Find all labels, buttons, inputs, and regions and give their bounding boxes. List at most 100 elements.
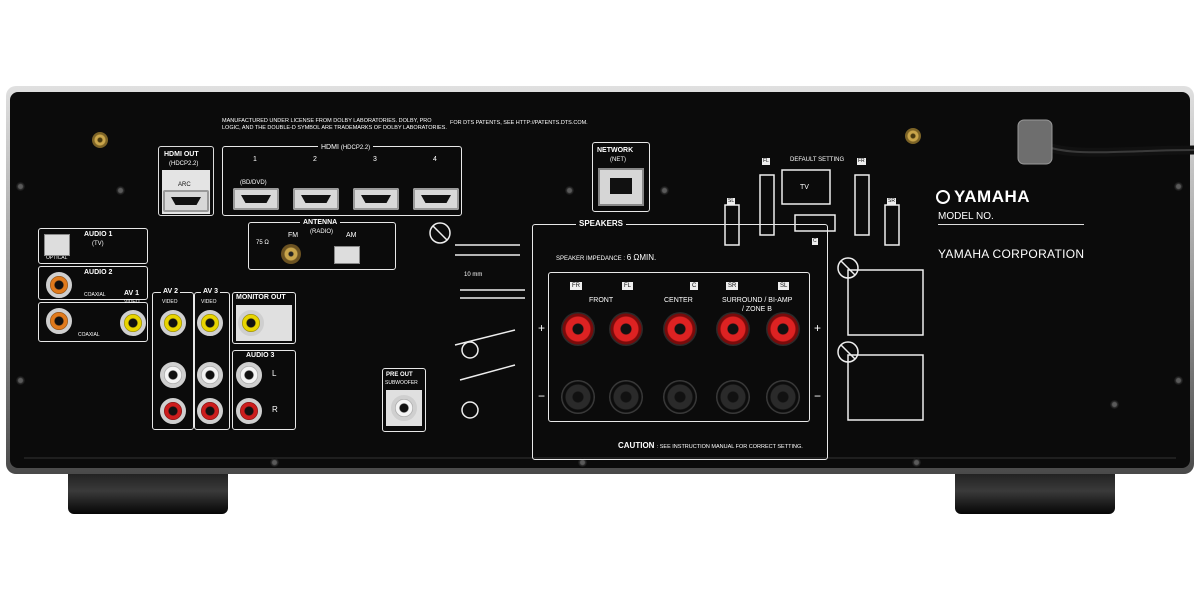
strip-length-label: 10 mm xyxy=(464,272,483,278)
hdmi-out-port[interactable] xyxy=(163,190,209,212)
power-cord-clamp xyxy=(1017,119,1053,165)
fm-antenna-jack[interactable] xyxy=(281,244,301,264)
monitor-out-jack[interactable] xyxy=(238,310,264,336)
surround-right-plus-terminal[interactable] xyxy=(716,312,750,346)
hdmi-in-port-1[interactable] xyxy=(233,188,279,210)
monitor-out-label: MONITOR OUT xyxy=(236,294,286,301)
optical-input[interactable] xyxy=(44,234,70,256)
plus-label: + xyxy=(538,321,546,335)
av2-video-input[interactable] xyxy=(160,310,186,336)
av1-video-input[interactable] xyxy=(120,310,146,336)
fm-label: FM xyxy=(288,232,299,239)
audio3-right[interactable] xyxy=(236,398,262,424)
default-fl-label: FL xyxy=(762,158,770,165)
antenna-title: ANTENNA xyxy=(300,219,341,226)
coaxial-label: COAXIAL xyxy=(84,292,106,298)
subwoofer-out-jack[interactable] xyxy=(391,395,417,421)
hdmi-out-title: HDMI OUT xyxy=(164,151,199,158)
screw xyxy=(1174,182,1183,191)
dolby-notice: MANUFACTURED UNDER LICENSE FROM DOLBY LA… xyxy=(222,118,447,132)
coaxial-input-2[interactable] xyxy=(46,308,72,334)
wireless-antenna-mount[interactable] xyxy=(905,128,921,144)
screw xyxy=(912,458,921,467)
av3-video-input[interactable] xyxy=(197,310,223,336)
audio2-section xyxy=(38,266,148,300)
surround-left-plus-terminal[interactable] xyxy=(766,312,800,346)
zone-b-label: / ZONE B xyxy=(742,306,772,313)
audio3-label: AUDIO 3 xyxy=(246,352,275,359)
pre-out-section xyxy=(382,368,426,432)
model-no-label: MODEL NO. xyxy=(938,211,994,222)
arc-label: ARC xyxy=(178,182,191,188)
hdmi-out-section xyxy=(158,146,214,216)
surround-left-minus-terminal[interactable] xyxy=(766,380,800,414)
hdmi-in-port-3[interactable] xyxy=(353,188,399,210)
antenna-sub: (RADIO) xyxy=(310,229,333,235)
hdmi-port-number: 1 xyxy=(253,156,257,163)
surround-label: SURROUND / BI-AMP xyxy=(722,297,793,304)
caution-text: : SEE INSTRUCTION MANUAL FOR CORRECT SET… xyxy=(656,444,803,450)
model-no-line xyxy=(938,224,1084,225)
right-foot xyxy=(955,468,1115,514)
front-left-plus-terminal[interactable] xyxy=(609,312,643,346)
audio3-left[interactable] xyxy=(236,362,262,388)
hdmi-in-port-2[interactable] xyxy=(293,188,339,210)
network-title: NETWORK xyxy=(597,147,634,154)
video-label: VIDEO xyxy=(124,299,140,305)
coaxial-input-1[interactable] xyxy=(46,272,72,298)
am-label: AM xyxy=(346,232,357,239)
hdmi-in-title: HDMI (HDCP2.2) xyxy=(318,144,374,151)
yamaha-emblem-icon xyxy=(936,190,950,204)
caution-title: CAUTION xyxy=(618,441,655,450)
ethernet-port[interactable] xyxy=(598,168,644,206)
front-right-plus-terminal[interactable] xyxy=(561,312,595,346)
hdmi-in-port-4[interactable] xyxy=(413,188,459,210)
left-foot xyxy=(68,468,228,514)
center-label: CENTER xyxy=(664,297,693,304)
fr-label: FR xyxy=(570,282,582,290)
av3-audio-left[interactable] xyxy=(197,362,223,388)
av2-audio-left[interactable] xyxy=(160,362,186,388)
av3-label: AV 3 xyxy=(201,288,221,295)
speaker-impedance-label: SPEAKER IMPEDANCE : 6 ΩMIN. xyxy=(556,254,656,263)
hdmi-port-number: 4 xyxy=(433,156,437,163)
speaker-impedance-text: SPEAKER IMPEDANCE : xyxy=(556,256,626,262)
optical-label: OPTICAL xyxy=(46,255,68,261)
av3-audio-right[interactable] xyxy=(197,398,223,424)
network-sub: (NET) xyxy=(610,157,626,163)
hdmi-out-sub: (HDCP2.2) xyxy=(169,161,199,167)
audio1-sub: (TV) xyxy=(92,241,104,247)
center-minus-terminal[interactable] xyxy=(663,380,697,414)
hdmi-in-sub-text: (HDCP2.2) xyxy=(340,145,371,151)
video-label: VIDEO xyxy=(162,299,178,305)
screw xyxy=(660,186,669,195)
sl-label: SL xyxy=(778,282,790,290)
default-sr-label: SR xyxy=(887,198,896,205)
chassis-panel xyxy=(10,92,1190,468)
av1-section xyxy=(38,302,148,342)
default-setting-title: DEFAULT SETTING xyxy=(790,157,845,163)
hdmi-in-title-text: HDMI xyxy=(321,144,339,151)
minus-label: − xyxy=(814,389,822,403)
front-left-minus-terminal[interactable] xyxy=(609,380,643,414)
fl-label: FL xyxy=(622,282,634,290)
video-label: VIDEO xyxy=(201,299,217,305)
screw xyxy=(1110,400,1119,409)
center-plus-terminal[interactable] xyxy=(663,312,697,346)
screw xyxy=(1174,376,1183,385)
minus-label: − xyxy=(538,389,546,403)
wireless-antenna-mount[interactable] xyxy=(92,132,108,148)
av2-audio-right[interactable] xyxy=(160,398,186,424)
screw xyxy=(16,182,25,191)
fm-impedance: 75 Ω xyxy=(256,240,269,246)
front-right-minus-terminal[interactable] xyxy=(561,380,595,414)
network-section xyxy=(592,142,650,212)
am-antenna-terminal[interactable] xyxy=(334,246,360,264)
surround-right-minus-terminal[interactable] xyxy=(716,380,750,414)
av1-label: AV 1 xyxy=(124,290,140,297)
yamaha-logo: YAMAHA xyxy=(936,188,1030,205)
hdmi-port-number: 2 xyxy=(313,156,317,163)
audio2-label: AUDIO 2 xyxy=(84,269,113,276)
ethernet-port-socket xyxy=(610,178,632,194)
